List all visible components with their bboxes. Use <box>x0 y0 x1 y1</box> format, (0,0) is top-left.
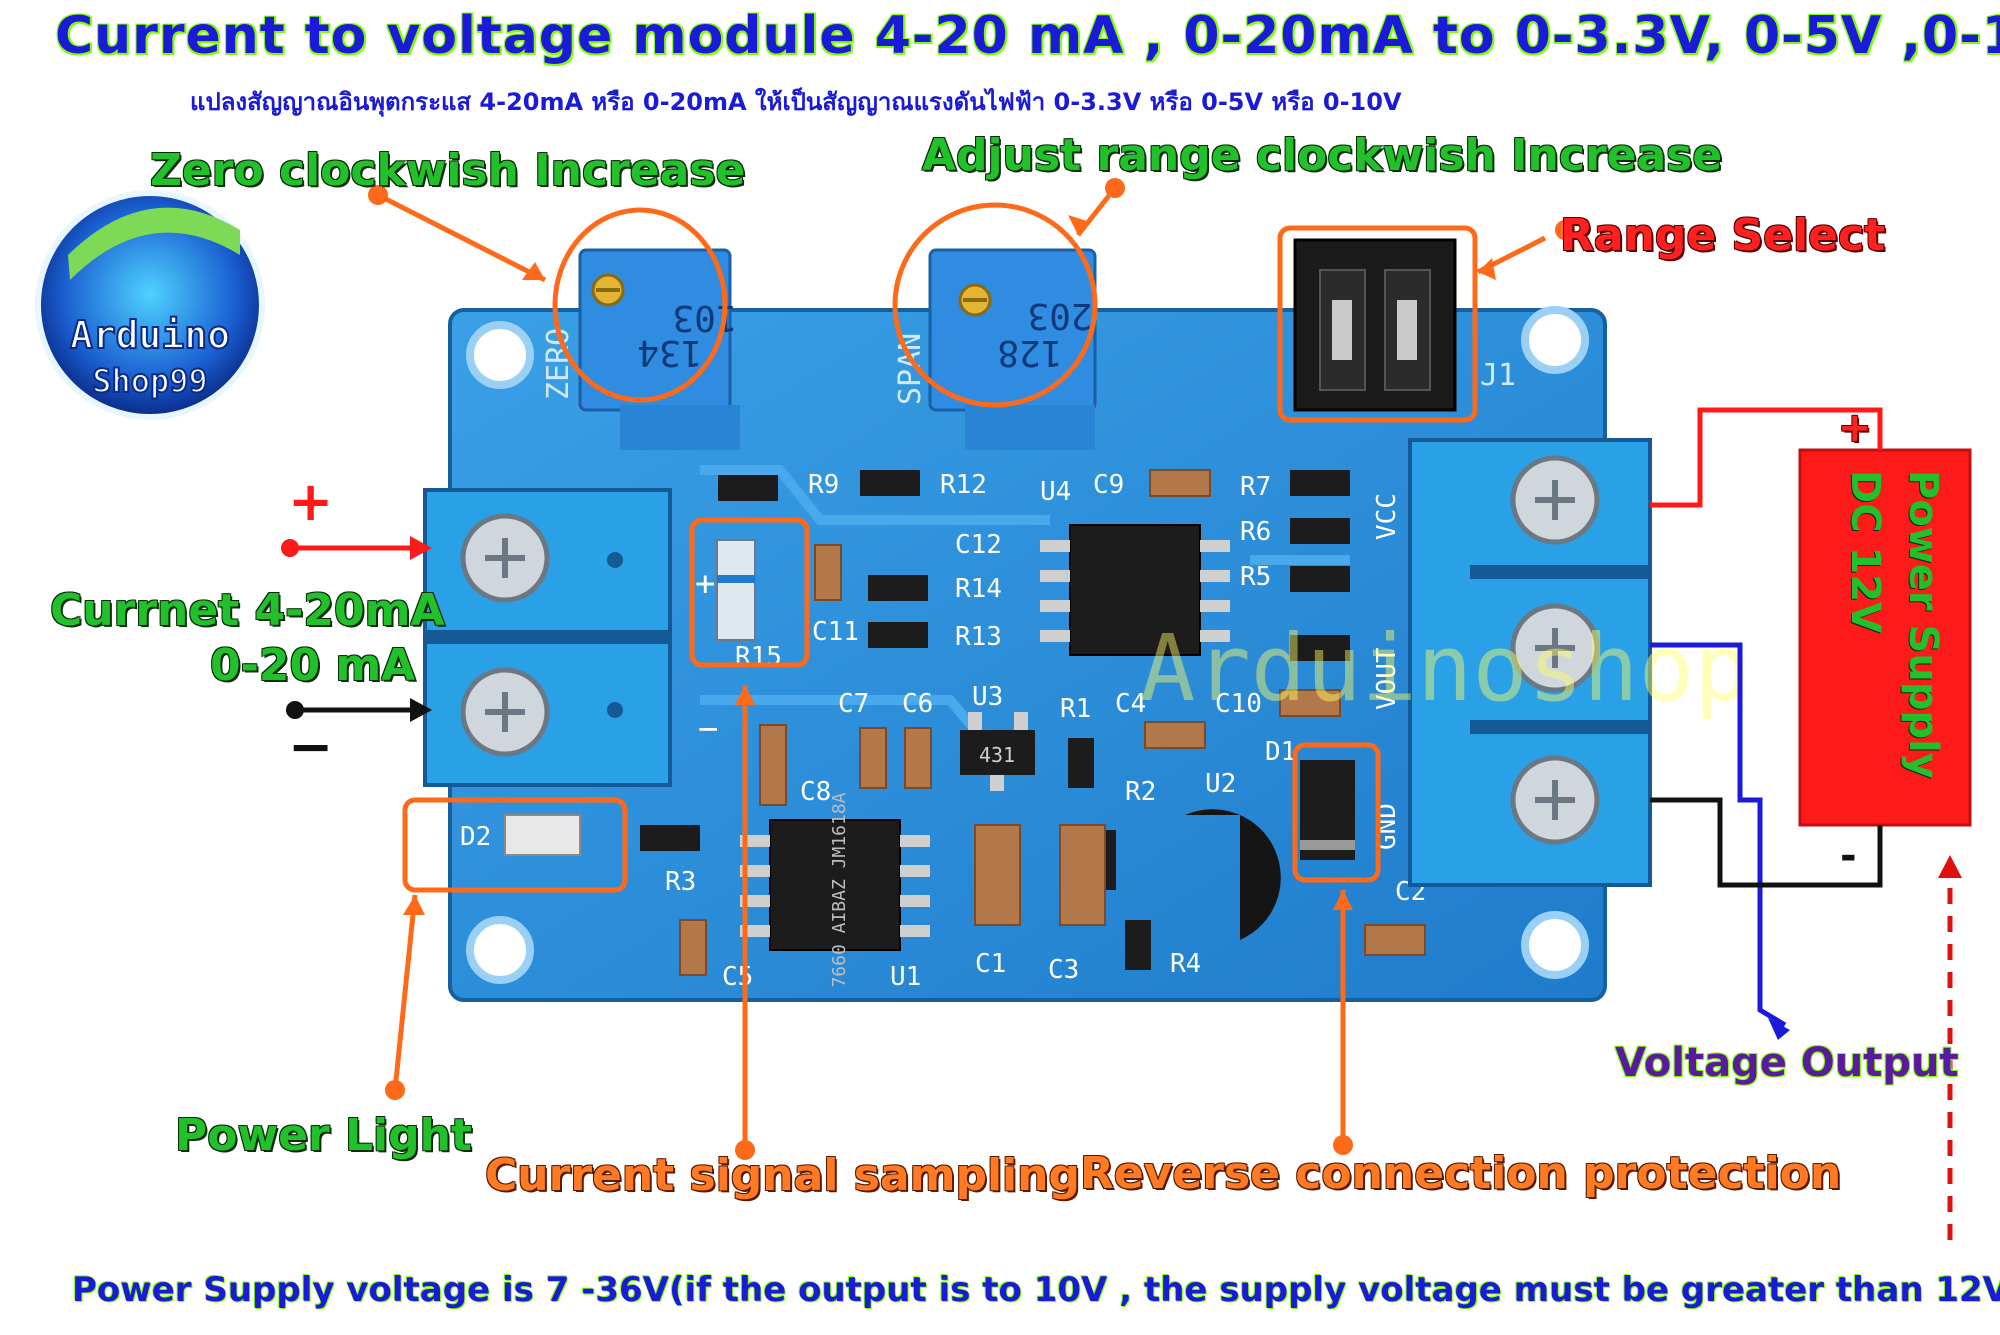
span-potentiometer: 203 128 <box>928 248 1097 450</box>
voltage-output-label: Voltage Output <box>1615 1040 1959 1086</box>
logo-text-2: Shop99 <box>92 362 208 400</box>
page-subtitle: แปลงสัญญาณอินพุตกระแส 4-20mA หรือ 0-20mA… <box>190 88 1402 116</box>
d1-diode <box>1300 760 1355 860</box>
silk-r14: R14 <box>955 574 1002 604</box>
silk-c1: C1 <box>975 949 1006 979</box>
silk-u2: U2 <box>1205 769 1236 799</box>
silk-d2: D2 <box>460 822 491 852</box>
silk-d1: D1 <box>1265 737 1296 767</box>
output-terminal-block <box>1408 438 1652 887</box>
silk-c8: C8 <box>800 777 831 807</box>
pot1-code-bottom: 134 <box>637 332 702 373</box>
silk-r9: R9 <box>808 470 839 500</box>
silk-r5: R5 <box>1240 562 1271 592</box>
watermark: Arduinoshop <box>1140 615 1749 722</box>
mounting-hole <box>1521 911 1589 979</box>
silk-vout: VOUT <box>1372 647 1402 710</box>
u2-component <box>1185 809 1281 940</box>
silk-c3: C3 <box>1048 955 1079 985</box>
zero-potentiometer: 103 134 <box>578 248 740 450</box>
capacitors <box>679 469 1426 976</box>
sense-resistor <box>716 539 756 641</box>
range-select-jumper <box>1293 238 1457 412</box>
silk-u4: U4 <box>1040 477 1071 507</box>
d2-led <box>504 814 581 856</box>
silk-c10: C10 <box>1215 689 1262 719</box>
silk-j1: J1 <box>1480 358 1516 393</box>
silk-u3: U3 <box>972 682 1003 712</box>
psu-minus-label: - <box>1840 833 1857 879</box>
logo-text-1: Arduino <box>70 313 230 357</box>
ic-u1-marking: 7660 AIBAZ JM1618A <box>829 792 850 987</box>
silk-u1: U1 <box>890 962 921 992</box>
current-input-label-1: Currnet 4-20mA <box>50 585 445 636</box>
output-wiring <box>1650 407 1962 1240</box>
pot1-code-top: 103 <box>672 297 737 338</box>
board-minus-mark: − <box>698 709 718 749</box>
footer-note: Power Supply voltage is 7 -36V(if the ou… <box>72 1270 2000 1310</box>
silk-c6: C6 <box>902 689 933 719</box>
power-light-label: Power Light <box>175 1110 472 1161</box>
silk-r1: R1 <box>1060 694 1091 724</box>
pot2-code-bottom: 128 <box>997 332 1062 373</box>
silk-c11: C11 <box>812 617 859 647</box>
silk-r2: R2 <box>1125 777 1156 807</box>
u3-marking: 431 <box>979 743 1015 767</box>
silk-r12: R12 <box>940 470 987 500</box>
silk-r7: R7 <box>1240 472 1271 502</box>
silk-c4: C4 <box>1115 689 1146 719</box>
mounting-hole <box>1521 306 1589 374</box>
callout-dots <box>368 178 1575 1160</box>
reverse-protection-label: Reverse connection protection <box>1080 1148 1842 1199</box>
silk-c9: C9 <box>1093 470 1124 500</box>
sampling-label: Current signal sampling <box>485 1150 1080 1201</box>
psu-plus-label: + <box>1838 405 1872 451</box>
u3-regulator: 431 <box>960 712 1035 791</box>
ic-u4 <box>1040 524 1230 656</box>
silk-r3: R3 <box>665 867 696 897</box>
silk-r13: R13 <box>955 622 1002 652</box>
page-title: Current to voltage module 4-20 mA , 0-20… <box>55 6 2000 66</box>
silk-r4: R4 <box>1170 949 1201 979</box>
silk-vcc: VCC <box>1372 493 1402 540</box>
power-supply-box <box>1798 448 1972 827</box>
power-supply-voltage-label: DC 12V <box>1842 470 1888 634</box>
power-supply-label: Power Supply <box>1900 470 1946 779</box>
mounting-hole <box>466 321 534 389</box>
input-minus-symbol: − <box>288 715 334 778</box>
silk-c7: C7 <box>838 689 869 719</box>
pcb-board: 103 134 203 128 ZERO SPAN J1 <box>423 238 1652 1002</box>
input-plus-symbol: + <box>288 470 334 533</box>
mounting-hole <box>466 916 534 984</box>
silk-c5: C5 <box>722 962 753 992</box>
board-plus-mark: + <box>695 564 715 604</box>
input-arrows <box>281 536 432 722</box>
silk-span: SPAN <box>893 333 928 405</box>
pot2-code-top: 203 <box>1027 295 1092 336</box>
silk-c12: C12 <box>955 530 1002 560</box>
silk-r6: R6 <box>1240 517 1271 547</box>
logo: Arduino Shop99 <box>35 190 265 420</box>
range-select-label: Range Select <box>1560 210 1886 261</box>
input-terminal-block <box>423 488 672 787</box>
span-label: Adjust range clockwish Increase <box>922 130 1723 181</box>
zero-label: Zero clockwish Increase <box>150 145 746 196</box>
current-input-label-2: 0-20 mA <box>210 640 416 691</box>
